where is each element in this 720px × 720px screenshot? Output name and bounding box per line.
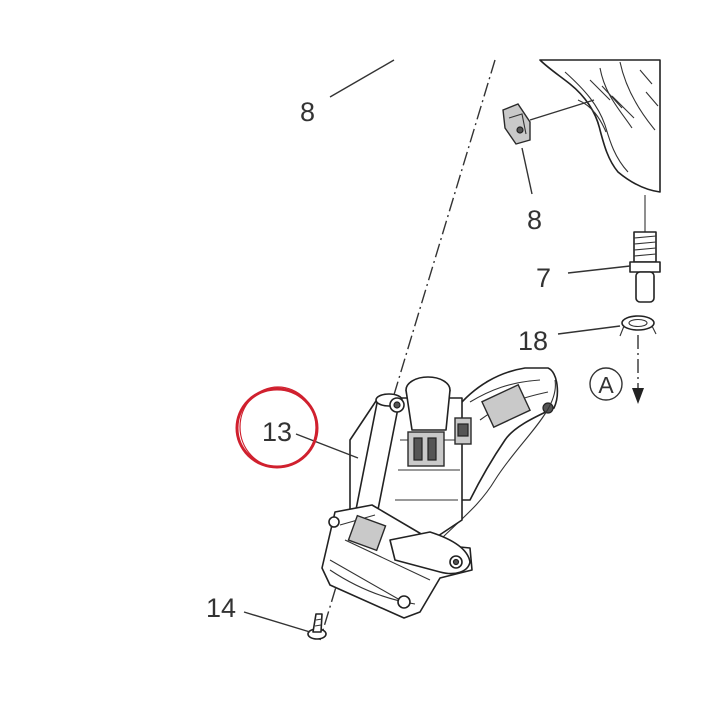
clip-ring-part xyxy=(619,315,657,337)
upper-body-panel xyxy=(539,59,661,193)
callout-7: 7 xyxy=(536,263,551,293)
bolt-part xyxy=(629,195,661,303)
callout-18: 18 xyxy=(518,326,548,356)
view-marker-label: A xyxy=(598,372,614,398)
callout-14: 14 xyxy=(206,593,236,623)
leader-13 xyxy=(295,433,359,459)
callout-8-upper-right: 8 xyxy=(527,205,542,235)
leader-14 xyxy=(243,611,311,633)
screw-part xyxy=(307,613,327,640)
callout-13: 13 xyxy=(262,417,292,447)
view-arrow-head xyxy=(632,388,644,404)
leader-8-upper-left xyxy=(329,59,395,98)
clip-nut-part xyxy=(502,103,531,145)
leader-18 xyxy=(557,325,621,335)
leader-7 xyxy=(567,265,631,274)
pump-bracket-assembly xyxy=(321,367,559,619)
view-marker-circle xyxy=(589,367,623,401)
highlight-circle-inner xyxy=(239,386,317,468)
leader-clip-to-panel xyxy=(529,99,595,121)
callout-8-upper-left: 8 xyxy=(300,97,315,127)
leader-8-upper-right xyxy=(521,147,533,195)
